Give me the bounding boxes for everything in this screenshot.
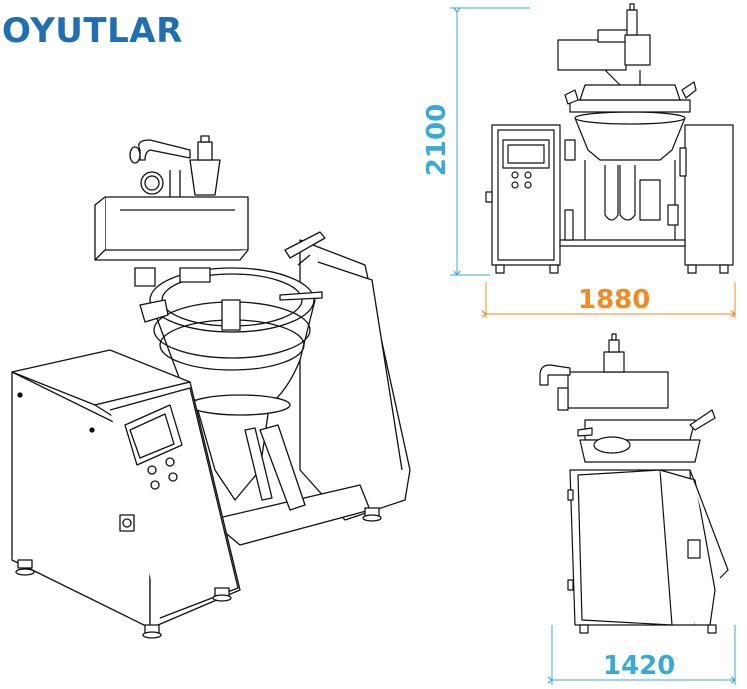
side-view (539, 333, 729, 634)
dimension-width-front (486, 282, 735, 318)
dimension-width-front-label: 1880 (578, 285, 651, 315)
isometric-view (11, 135, 411, 639)
page-title: OYUTLAR (2, 11, 183, 51)
dimension-width-side-label: 1420 (603, 651, 676, 681)
dimension-height-label: 2100 (422, 103, 452, 177)
dimension-width-side (552, 625, 735, 685)
dimension-height (450, 7, 530, 275)
front-view (485, 3, 734, 274)
